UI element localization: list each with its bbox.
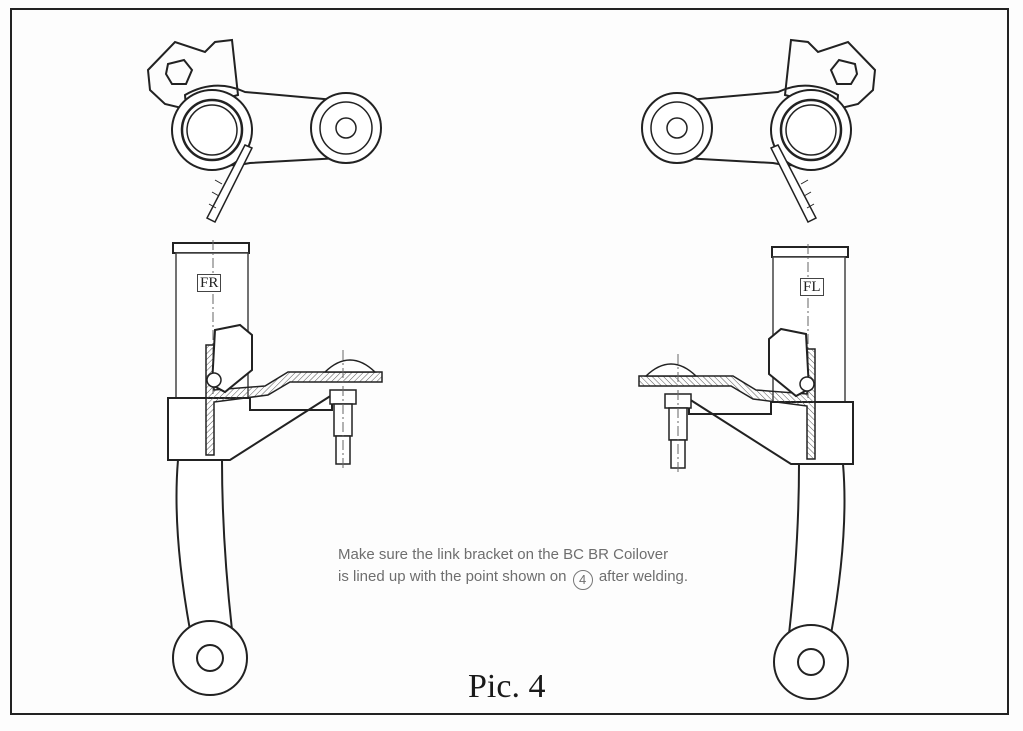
- fl-top-view: [640, 38, 877, 224]
- fr-top-view: [146, 38, 383, 224]
- note-line-1: Make sure the link bracket on the BC BR …: [338, 546, 669, 563]
- note-line-2: is lined up with the point shown on 4 af…: [338, 566, 688, 590]
- note-line-2-end: after welding.: [598, 568, 689, 585]
- fr-label: FR: [197, 274, 222, 292]
- step-marker: 4: [572, 570, 593, 590]
- figure-caption: Pic. 4: [468, 668, 546, 705]
- note-line-2-start: is lined up with the point shown on: [338, 568, 567, 585]
- instruction-note: Make sure the link bracket on the BC BR …: [338, 544, 688, 590]
- fl-side-view: [638, 243, 854, 700]
- fr-side-view: [167, 239, 383, 696]
- page-border: [10, 8, 1009, 715]
- fl-label: FL: [800, 278, 824, 296]
